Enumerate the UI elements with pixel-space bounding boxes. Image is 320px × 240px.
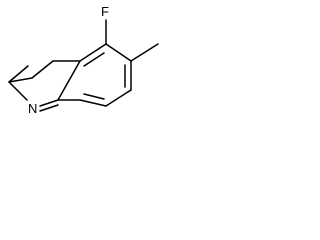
bond-c3-c2: [8, 77, 33, 83]
bond-c4a-c5: [79, 43, 107, 62]
bond-c5-c6: [105, 43, 132, 62]
bond-c3-c2-inner: [8, 65, 29, 83]
nitrogen-label: N: [28, 101, 37, 116]
bond-c4-c3: [31, 60, 54, 79]
bond-c4a-c5-double: [83, 52, 105, 67]
bond-c6-methyl: [130, 43, 159, 62]
benzene-ring: [57, 43, 132, 107]
fluorine-label: F: [101, 4, 109, 19]
pyridine-ring: [8, 60, 81, 112]
bond-c7-c8: [105, 89, 132, 107]
molecule-structure: F N: [8, 4, 159, 116]
bond-c8-c8a-double: [83, 93, 105, 100]
bond-n1-c8a: [39, 99, 59, 107]
bond-c2-n1: [8, 81, 28, 101]
bond-n1-c8a-double: [39, 104, 59, 112]
bond-c8-c8a: [79, 99, 107, 107]
bond-c8a-c4a: [57, 60, 81, 101]
